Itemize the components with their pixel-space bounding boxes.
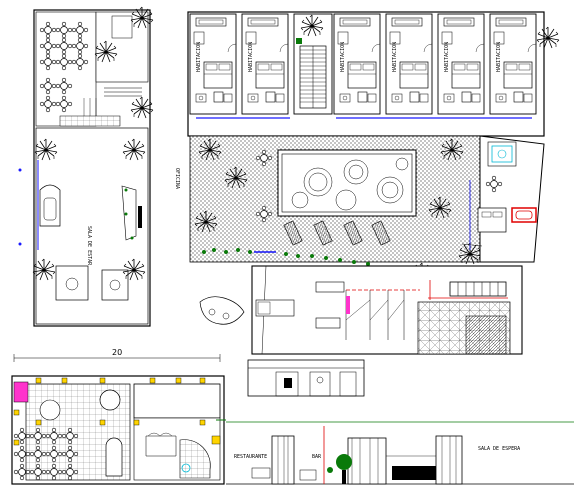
svg-text:HABITACION: HABITACION <box>392 42 398 72</box>
svg-text:HABITACION: HABITACION <box>340 42 346 72</box>
hedge <box>202 248 370 266</box>
room-wing: HABITACION HABITACION HABITACION HABITAC… <box>187 11 545 137</box>
svg-text:20: 20 <box>112 348 122 357</box>
svg-text:HABITACION: HABITACION <box>196 42 202 72</box>
restaurant-lobby-wing <box>33 9 151 327</box>
elevation-drawing: RESTAURANTE BAR SALA DE ESPERA <box>226 421 574 485</box>
reception-desk <box>199 296 245 325</box>
yellow-markers <box>13 377 206 446</box>
elevation-mid-label: BAR <box>312 454 322 460</box>
plant-icon <box>296 38 302 44</box>
palm-tree-icon <box>536 26 560 49</box>
lobby-label: SALA DE ESTAR <box>86 226 92 266</box>
svg-text:HABITACION: HABITACION <box>496 42 502 72</box>
svg-text:HABITACION: HABITACION <box>444 42 450 72</box>
stair-icon <box>299 45 327 109</box>
ground-floor-tables <box>13 427 79 481</box>
lounge-chairs <box>283 220 391 246</box>
dimension-line: 20 <box>13 348 221 362</box>
section-drawing <box>247 359 365 397</box>
service-block <box>251 265 523 355</box>
ground-floor-plan <box>11 375 225 485</box>
sofa-icon <box>39 184 129 301</box>
elevation-right-label: SALA DE ESPERA <box>478 446 520 452</box>
suite-block <box>461 135 545 263</box>
office-label: OFICINA <box>174 168 180 189</box>
elevation-left-label: RESTAURANTE <box>234 454 267 460</box>
svg-text:HABITACION: HABITACION <box>248 42 254 72</box>
courtyard <box>189 135 481 263</box>
